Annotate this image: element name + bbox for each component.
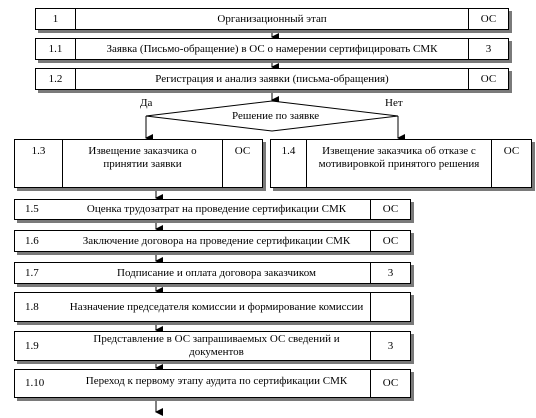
- step-1-10-text: Переход к первому этапу аудита по сертиф…: [85, 375, 348, 387]
- stage-1-1-box: 1.1 Заявка (Письмо-обращение) в ОС о нам…: [35, 38, 509, 60]
- decision-label: Решение по заявке: [232, 110, 320, 122]
- branch-accept-text: Извещение заказчика о принятии заявки: [88, 145, 197, 170]
- step-1-8-org: [370, 293, 410, 321]
- step-1-6-org: ОС: [370, 231, 410, 251]
- stage-1-2-org: ОС: [468, 69, 508, 89]
- step-1-9-box: 1.9 Представление в ОС запрашиваемых ОС …: [14, 331, 411, 361]
- branch-reject-number: 1.4: [271, 140, 307, 187]
- step-1-5-number: 1.5: [25, 203, 39, 215]
- branch-reject-box: 1.4 Извещение заказчика об отказе с моти…: [270, 139, 532, 188]
- step-1-10-box: 1.10 Переход к первому этапу аудита по с…: [14, 369, 411, 398]
- decision-no-label: Нет: [385, 97, 403, 109]
- stage-1-org: ОС: [468, 9, 508, 29]
- stage-1-text: Организационный этап: [217, 12, 327, 25]
- step-1-8-box: 1.8 Назначение председателя комиссии и ф…: [14, 292, 411, 322]
- branch-accept-org: ОС: [222, 140, 262, 187]
- step-1-5-org: ОС: [370, 200, 410, 219]
- decision-yes-label: Да: [140, 97, 153, 109]
- step-1-9-text: Представление в ОС запрашиваемых ОС свед…: [93, 333, 340, 358]
- step-1-8-text: Назначение председателя комиссии и форми…: [69, 300, 364, 313]
- branch-reject-org: ОС: [491, 140, 531, 187]
- step-1-6-number: 1.6: [25, 234, 39, 247]
- step-1-7-text: Подписание и оплата договора заказчиком: [117, 266, 316, 279]
- step-1-8-number: 1.8: [25, 300, 39, 313]
- decision-diamond: [145, 100, 399, 132]
- branch-accept-box: 1.3 Извещение заказчика о принятии заявк…: [14, 139, 263, 188]
- stage-1-2-box: 1.2 Регистрация и анализ заявки (письма-…: [35, 68, 509, 90]
- stage-1-box: 1 Организационный этап ОС: [35, 8, 509, 30]
- branch-accept-number: 1.3: [15, 140, 63, 187]
- step-1-6-text: Заключение договора на проведение сертиф…: [82, 234, 351, 247]
- stage-1-1-number: 1.1: [36, 39, 76, 59]
- step-1-10-number: 1.10: [25, 377, 45, 389]
- step-1-7-number: 1.7: [25, 266, 39, 279]
- stage-1-number: 1: [36, 9, 76, 29]
- step-1-5-box: 1.5 Оценка трудозатрат на проведение сер…: [14, 199, 411, 220]
- stage-1-2-text: Регистрация и анализ заявки (письма-обра…: [155, 72, 389, 85]
- stage-1-1-org: 3: [468, 39, 508, 59]
- step-1-10-org: ОС: [370, 370, 410, 397]
- step-1-7-box: 1.7 Подписание и оплата договора заказчи…: [14, 262, 411, 284]
- stage-1-2-number: 1.2: [36, 69, 76, 89]
- step-1-5-text: Оценка трудозатрат на проведение сертифи…: [86, 203, 347, 215]
- step-1-9-number: 1.9: [25, 339, 39, 352]
- branch-reject-text: Извещение заказчика об отказе с мотивиро…: [318, 145, 480, 170]
- step-1-9-org: 3: [370, 332, 410, 360]
- step-1-7-org: 3: [370, 263, 410, 283]
- step-1-6-box: 1.6 Заключение договора на проведение се…: [14, 230, 411, 252]
- stage-1-1-text: Заявка (Письмо-обращение) в ОС о намерен…: [106, 42, 438, 55]
